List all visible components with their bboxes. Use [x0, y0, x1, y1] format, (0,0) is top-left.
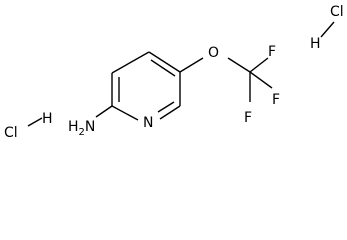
bond-hcl-left — [27, 117, 43, 127]
molecule-drawing: N H2N O F F F Cl H H Cl — [4, 4, 344, 141]
bond-o-c — [227, 57, 251, 73]
bond-c6-n-inner — [157, 101, 175, 113]
bond-c5-o — [179, 57, 204, 73]
pyridine-ring — [111, 51, 181, 121]
bond-c6-n — [159, 105, 181, 120]
bond-c-f2 — [249, 71, 273, 89]
hcl-left-h-label: H — [42, 111, 53, 127]
hcl-right-h-label: H — [310, 36, 321, 52]
oxygen-label: O — [208, 45, 219, 61]
bond-c2-nh2 — [95, 105, 113, 118]
fluorine-label-1: F — [268, 44, 276, 60]
bond-c4-c5 — [148, 51, 181, 73]
hcl-right-cl-label: Cl — [330, 4, 344, 20]
bond-hcl-right — [320, 21, 335, 38]
structure-canvas: N H2N O F F F Cl H H Cl — [4, 4, 344, 141]
fluorine-label-3: F — [244, 110, 252, 126]
hcl-left-cl-label: Cl — [4, 125, 18, 141]
fluorine-label-2: F — [272, 92, 280, 108]
bond-c3-c4 — [111, 51, 150, 74]
ring-nitrogen-label: N — [143, 115, 153, 131]
amine-label: H2N — [68, 119, 95, 138]
bond-c-f1 — [249, 57, 269, 73]
bond-n-c2 — [111, 105, 139, 121]
bond-c4-c5-inner — [150, 59, 176, 77]
